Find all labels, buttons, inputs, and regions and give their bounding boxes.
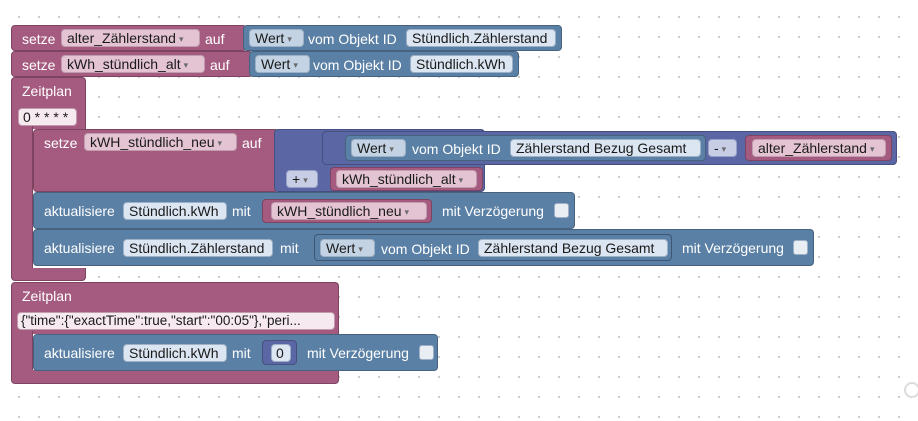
delay-checkbox[interactable] [419, 345, 434, 360]
update-label: aktualisiere [44, 240, 115, 256]
variable-dropdown[interactable]: kWH_stündlich_neu▾ [84, 133, 237, 151]
set-kwh-neu-block[interactable]: setze kWH_stündlich_neu▾ auf [33, 129, 279, 192]
value-select-dropdown[interactable]: Wert▾ [255, 55, 310, 73]
number-block[interactable]: 0 [262, 340, 297, 365]
get-value-block[interactable]: Wert▾ vom Objekt ID Stündlich.kWh [249, 51, 519, 77]
from-object-label: vom Objekt ID [313, 57, 402, 73]
variable-dropdown[interactable]: alter_Zählerstand▾ [61, 29, 200, 47]
update-label: aktualisiere [44, 203, 115, 219]
schedule-left-arm [11, 126, 33, 274]
set-label: setze [44, 135, 78, 151]
delay-checkbox[interactable] [554, 203, 569, 218]
set-label: setze [22, 57, 56, 73]
schedule-spec-field[interactable]: {"time":{"exactTime":true,"start":"00:05… [17, 312, 335, 330]
schedule-bottom-bar [11, 268, 86, 281]
trashcan-icon[interactable] [904, 382, 918, 398]
schedule-title: Zeitplan [22, 83, 72, 99]
value-select-dropdown[interactable]: Wert▾ [351, 139, 406, 157]
get-value-block[interactable]: Wert▾ vom Objekt ID Zählerstand Bezug Ge… [345, 135, 706, 161]
schedule-block-json[interactable]: Zeitplan {"time":{"exactTime":true,"star… [11, 282, 339, 334]
schedule-block-cron[interactable]: Zeitplan 0 * * * * [11, 77, 86, 129]
variable-dropdown[interactable]: alter_Zählerstand▾ [752, 139, 886, 157]
object-id-field[interactable]: Zählerstand Bezug Gesamt [478, 239, 668, 257]
number-field[interactable]: 0 [271, 344, 291, 362]
set-alter-zaehlerstand-block[interactable]: setze alter_Zählerstand▾ auf [11, 25, 247, 51]
set-label: setze [22, 31, 56, 47]
with-label: mit [280, 240, 299, 256]
set-kwh-alt-block[interactable]: setze kWh_stündlich_alt▾ auf [11, 51, 253, 77]
object-id-field[interactable]: Stündlich.Zählerstand [406, 29, 556, 47]
schedule-title: Zeitplan [22, 288, 72, 304]
get-value-block[interactable]: Wert▾ vom Objekt ID Zählerstand Bezug Ge… [314, 234, 672, 261]
value-select-dropdown[interactable]: Wert▾ [249, 29, 304, 47]
cron-field[interactable]: 0 * * * * [18, 108, 77, 126]
variable-dropdown[interactable]: kWh_stündlich_alt▾ [61, 55, 205, 73]
variable-dropdown[interactable]: kWh_stündlich_alt▾ [336, 170, 477, 188]
plus-operator-dropdown[interactable]: +▾ [286, 170, 318, 188]
schedule-bottom-bar [11, 370, 339, 384]
minus-operator-dropdown[interactable]: -▾ [708, 139, 737, 157]
variable-dropdown[interactable]: kWH_stündlich_neu▾ [271, 202, 427, 220]
from-object-label: vom Objekt ID [381, 241, 470, 257]
delay-label: mit Verzögerung [682, 240, 784, 256]
object-id-field[interactable]: Stündlich.kWh [123, 202, 227, 220]
to-label: auf [210, 57, 230, 73]
delay-checkbox[interactable] [793, 240, 808, 255]
value-select-dropdown[interactable]: Wert▾ [320, 239, 375, 257]
object-id-field[interactable]: Stündlich.kWh [123, 344, 227, 362]
to-label: auf [242, 135, 262, 151]
to-label: auf [205, 31, 225, 47]
variable-getter-alter[interactable]: alter_Zählerstand▾ [745, 135, 892, 161]
with-label: mit [232, 345, 251, 361]
variable-getter-kwh-alt[interactable]: kWh_stündlich_alt▾ [330, 167, 483, 191]
object-id-field[interactable]: Zählerstand Bezug Gesamt [510, 139, 701, 157]
get-value-block[interactable]: Wert▾ vom Objekt ID Stündlich.Zählerstan… [243, 25, 562, 51]
from-object-label: vom Objekt ID [308, 31, 397, 47]
schedule-left-arm [11, 331, 33, 376]
delay-label: mit Verzögerung [307, 345, 409, 361]
from-object-label: vom Objekt ID [412, 141, 501, 157]
object-id-field[interactable]: Stündlich.Zählerstand [123, 239, 273, 257]
object-id-field[interactable]: Stündlich.kWh [410, 55, 513, 73]
with-label: mit [232, 203, 251, 219]
update-label: aktualisiere [44, 345, 115, 361]
update-kwh-zero-block[interactable]: aktualisiere Stündlich.kWh mit mit Verzö… [33, 334, 438, 371]
variable-getter-kwh-neu[interactable]: kWH_stündlich_neu▾ [262, 199, 432, 223]
delay-label: mit Verzögerung [442, 203, 544, 219]
